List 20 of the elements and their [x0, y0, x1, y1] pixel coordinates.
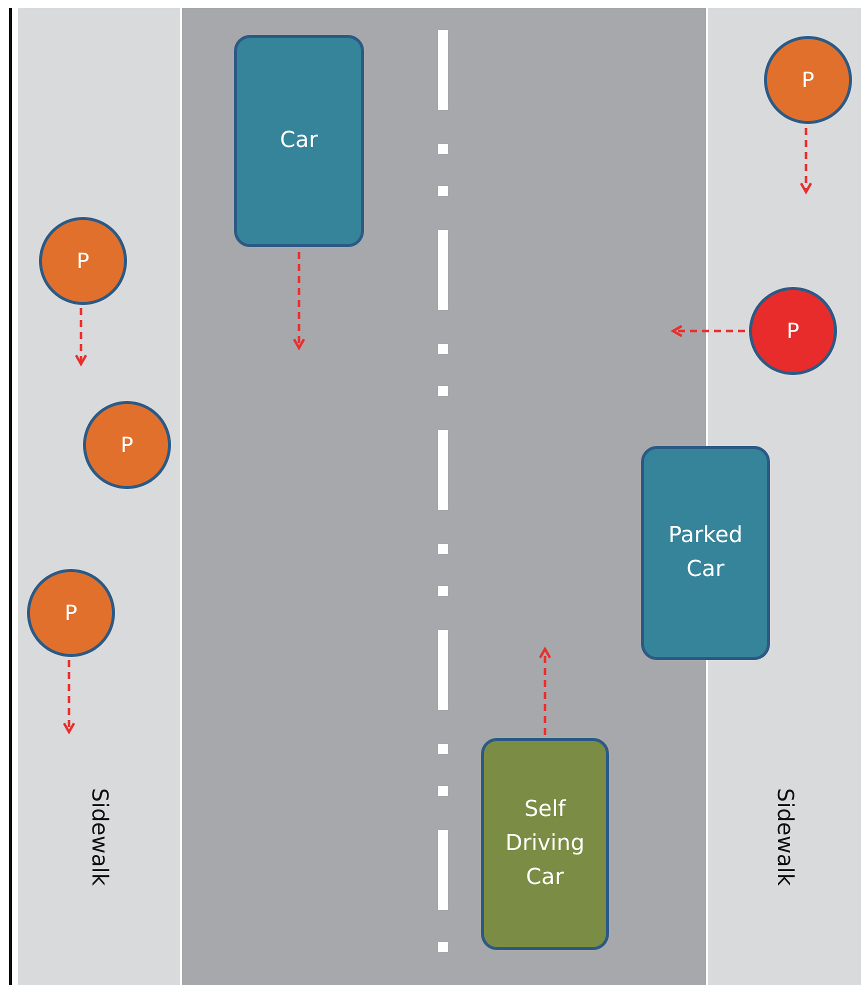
motion-arrow [538, 648, 552, 735]
car-label: Self Driving Car [504, 796, 586, 892]
pedestrian-label: P [802, 68, 814, 92]
motion-arrow [62, 660, 76, 734]
car-box [234, 35, 364, 247]
car-label: Car [279, 126, 319, 155]
sidewalk-label: Sidewalk [86, 788, 112, 886]
pedestrian-label: P [786, 319, 800, 343]
pedestrian-label: P [120, 433, 134, 457]
pedestrian-label: P [64, 601, 78, 625]
sidewalk-band [16, 8, 182, 985]
pedestrian-label: P [76, 249, 90, 273]
car-box [481, 738, 609, 950]
motion-arrow [672, 324, 745, 338]
motion-arrow [292, 252, 306, 350]
motion-arrow [74, 308, 88, 366]
car-box [641, 446, 770, 660]
car-label: Parked Car [667, 522, 744, 584]
motion-arrow [800, 128, 812, 194]
sidewalk-label: Sidewalk [772, 788, 797, 886]
